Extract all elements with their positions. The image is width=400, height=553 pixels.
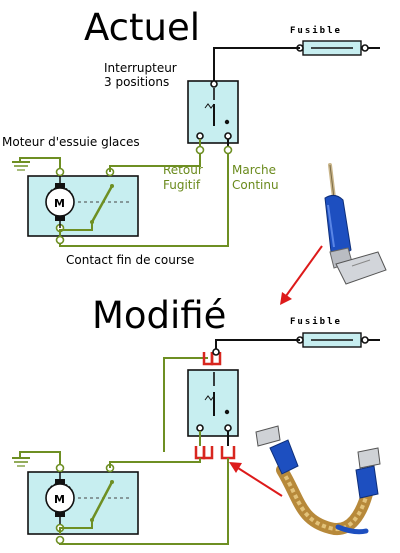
jumper-cable-photo bbox=[255, 425, 381, 536]
marche-to-contact-wire bbox=[59, 154, 229, 247]
bridge-green-wire bbox=[163, 357, 208, 446]
contact-label: Contact fin de course bbox=[66, 253, 194, 267]
svg-text:M: M bbox=[54, 493, 65, 506]
fuse-label-top: Fusible bbox=[290, 25, 342, 36]
marche-label-line1: Marche bbox=[232, 163, 276, 177]
feed-wire-top bbox=[213, 47, 300, 84]
switch-label-line2: 3 positions bbox=[104, 75, 169, 89]
ground-wire-top bbox=[19, 157, 61, 170]
retour-to-motor-wire bbox=[109, 154, 201, 172]
red-arrow-to-connector bbox=[280, 245, 323, 305]
endstop-link-wire-bottom bbox=[59, 520, 93, 534]
switch-3-positions-bottom bbox=[187, 369, 239, 437]
title-actuel: Actuel bbox=[84, 6, 200, 49]
motor-unit-top: M bbox=[27, 167, 139, 245]
fuse-label-bottom: Fusible bbox=[290, 316, 342, 327]
svg-text:M: M bbox=[54, 197, 65, 210]
motor-symbol-icon-bottom: M bbox=[45, 479, 75, 517]
switch-3-positions bbox=[187, 80, 239, 144]
marche-to-contact-wire-bottom bbox=[59, 458, 229, 545]
ground-wire-bottom bbox=[19, 451, 61, 466]
spade-connector-photo bbox=[305, 150, 397, 300]
fuse-icon: Fusible bbox=[283, 25, 380, 56]
switch-label-line1: Interrupteur bbox=[104, 61, 177, 75]
marche-label-line2: Continu bbox=[232, 178, 279, 192]
red-arrow-to-jumper bbox=[229, 462, 283, 497]
red-jumper-input bbox=[202, 348, 222, 366]
motor-unit-bottom: M bbox=[27, 463, 139, 545]
marche-terminal bbox=[223, 145, 233, 155]
motor-symbol-icon: M bbox=[45, 183, 75, 221]
retour-label-line2: Fugitif bbox=[163, 178, 201, 192]
title-modifie: Modifié bbox=[92, 294, 226, 337]
ground-symbol-icon bbox=[12, 161, 30, 171]
endstop-link-wire bbox=[59, 222, 93, 236]
feed-wire-bottom bbox=[215, 339, 300, 352]
retour-to-motor-wire-bottom bbox=[109, 458, 201, 468]
fuse-icon-bottom: Fusible bbox=[283, 316, 380, 348]
motor-label: Moteur d'essuie glaces bbox=[2, 135, 140, 149]
ground-symbol-icon-bottom bbox=[12, 457, 30, 467]
retour-terminal bbox=[195, 145, 205, 155]
